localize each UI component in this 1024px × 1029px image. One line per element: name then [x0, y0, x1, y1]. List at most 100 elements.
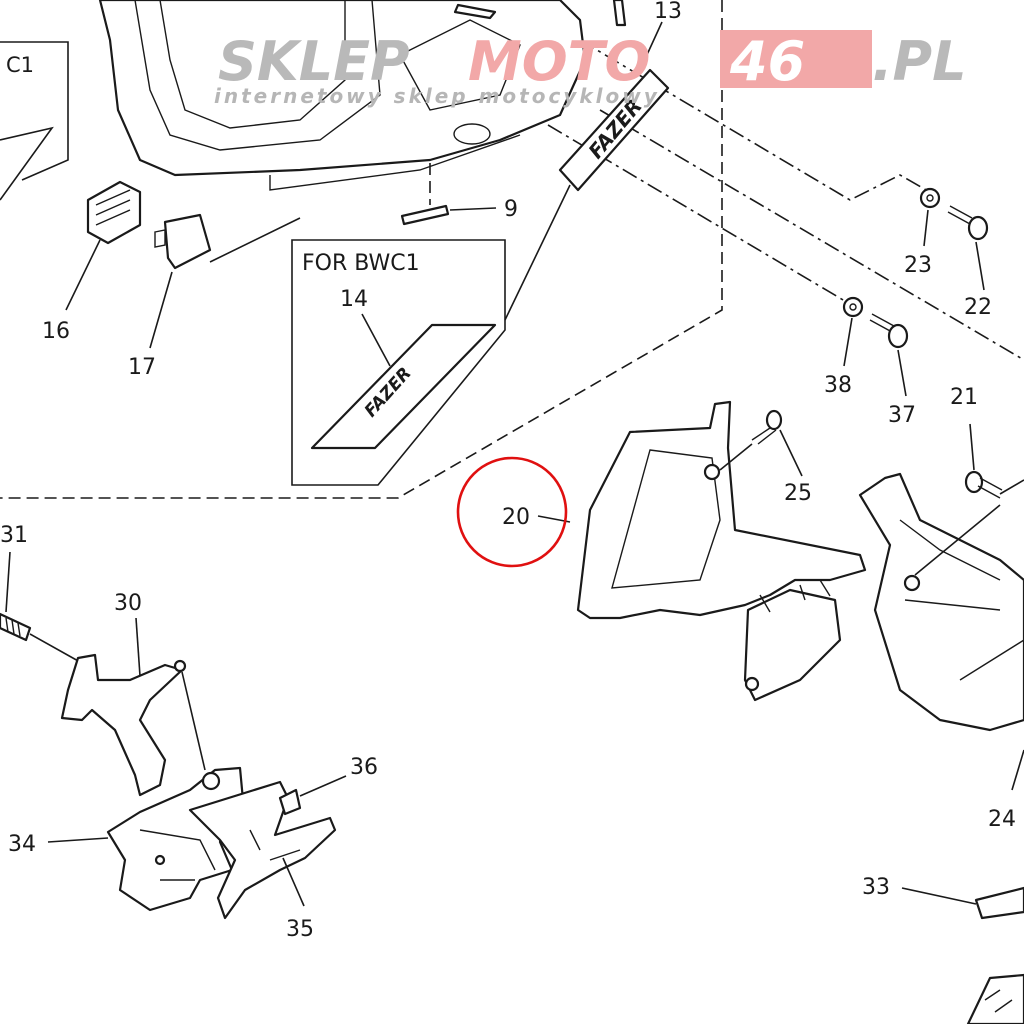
part-16: 16 [42, 180, 142, 344]
plate-34-nut [201, 771, 221, 791]
leader-35 [282, 857, 305, 907]
fazer-decal-13 [558, 68, 670, 192]
bracket-partial-ribs [984, 989, 1013, 1013]
part-bottom-right [966, 973, 1024, 1026]
cowling-side-panel [399, 19, 521, 111]
callout-25: 25 [784, 481, 812, 506]
part-33: 33 [862, 875, 1024, 920]
relay-17-pins [154, 229, 166, 248]
screw-36 [278, 788, 302, 816]
connector-16-ribs [95, 189, 131, 226]
leader-17b [209, 217, 301, 263]
screw-22-head [967, 215, 989, 241]
plate-34-hole [154, 854, 166, 866]
leader-25 [779, 429, 803, 477]
bwc1-box: FOR BWC1 FAZER 14 [291, 184, 571, 486]
part-36: 36 [278, 755, 378, 816]
screw-22-shank [947, 205, 973, 225]
leader-16 [65, 239, 101, 311]
ref-line-to-23 [579, 39, 936, 201]
callout-17: 17 [128, 355, 156, 380]
leader-37 [897, 349, 907, 397]
leader-23 [923, 209, 929, 247]
callout-9: 9 [504, 197, 518, 222]
fazer-decal-14 [310, 323, 497, 450]
bwc1-decal-partial [0, 126, 54, 201]
leader-30-ref [181, 671, 206, 771]
callout-24: 24 [988, 807, 1016, 832]
leader-9 [449, 207, 497, 211]
callout-21: 21 [950, 385, 978, 410]
relay-17 [163, 213, 212, 270]
callout-14: 14 [340, 287, 368, 312]
mount-hole [453, 123, 491, 145]
bracket-partial [966, 973, 1024, 1026]
leader-30 [135, 617, 141, 677]
screw-21-shank [977, 477, 1003, 499]
assembly-boundary-dashed [0, 0, 723, 499]
bolt-25-shank [751, 427, 777, 445]
callout-34: 34 [8, 832, 36, 857]
headlight-inner [159, 0, 346, 129]
panel-20-opening [611, 449, 721, 589]
part-20: 20 [456, 400, 867, 702]
callout-37: 37 [888, 403, 916, 428]
washer-23 [919, 187, 941, 209]
bolt-31-threads [5, 617, 21, 637]
cowling-lower-lip [269, 134, 521, 191]
leader-14 [361, 313, 391, 367]
part-9: 9 [400, 197, 518, 226]
plate-34-ribs [139, 829, 216, 881]
part-35: 35 [188, 780, 337, 942]
callout-35: 35 [286, 917, 314, 942]
bracket-35-ribs [249, 829, 301, 861]
watermark-brand-grey: SKLEP [218, 30, 410, 93]
callout-16: 16 [42, 319, 70, 344]
bwc1-label: FOR BWC1 [302, 251, 420, 276]
panel-20-lower-tab [743, 588, 842, 702]
part-31: 31 [0, 523, 81, 663]
screw-37-shank [869, 313, 895, 333]
screw-37-head [887, 323, 909, 349]
watermark-brand-46: 46 [729, 30, 805, 93]
leader-33 [901, 887, 977, 905]
part-21: 21 [950, 385, 1024, 499]
bolt-31 [0, 612, 32, 642]
leader-25-ref [719, 443, 753, 471]
ref-line-to-21 [599, 109, 1024, 361]
bwc1-partial-box: C1 [0, 41, 69, 201]
upper-cowling [98, 0, 627, 191]
leader-21-to-nut [914, 504, 1001, 576]
panel-20-ribs [759, 579, 831, 613]
rubber-strip-9 [400, 204, 450, 226]
panel-20-clip [744, 676, 760, 692]
part-30: 30 [60, 591, 206, 797]
bwc1-box-outline [0, 41, 69, 181]
watermark-tagline: internetowy sklep motocyklowy [214, 84, 660, 108]
headlight-lens [134, 0, 381, 151]
leader-31-ref [29, 633, 81, 663]
leader-17 [149, 271, 173, 349]
part-17: 17 [128, 213, 301, 380]
leader-22 [975, 241, 985, 291]
washer-38 [842, 296, 864, 318]
leader-21 [969, 423, 975, 471]
side-panel-24 [858, 472, 1024, 732]
callout-38: 38 [824, 373, 852, 398]
washer-23-hole [926, 194, 934, 202]
panel-24-nut [903, 574, 921, 592]
highlight-circle [456, 456, 568, 568]
part-38: 38 [824, 296, 864, 398]
part-24: 24 [858, 472, 1024, 832]
callout-23: 23 [904, 253, 932, 278]
callout-13: 13 [654, 0, 682, 24]
leader-13 [639, 21, 663, 71]
bolt-13-top [612, 0, 627, 27]
small-clip [453, 3, 497, 20]
callout-20: 20 [502, 505, 530, 530]
callout-30: 30 [114, 591, 142, 616]
leader-21-ref [999, 479, 1024, 495]
callout-33: 33 [862, 875, 890, 900]
